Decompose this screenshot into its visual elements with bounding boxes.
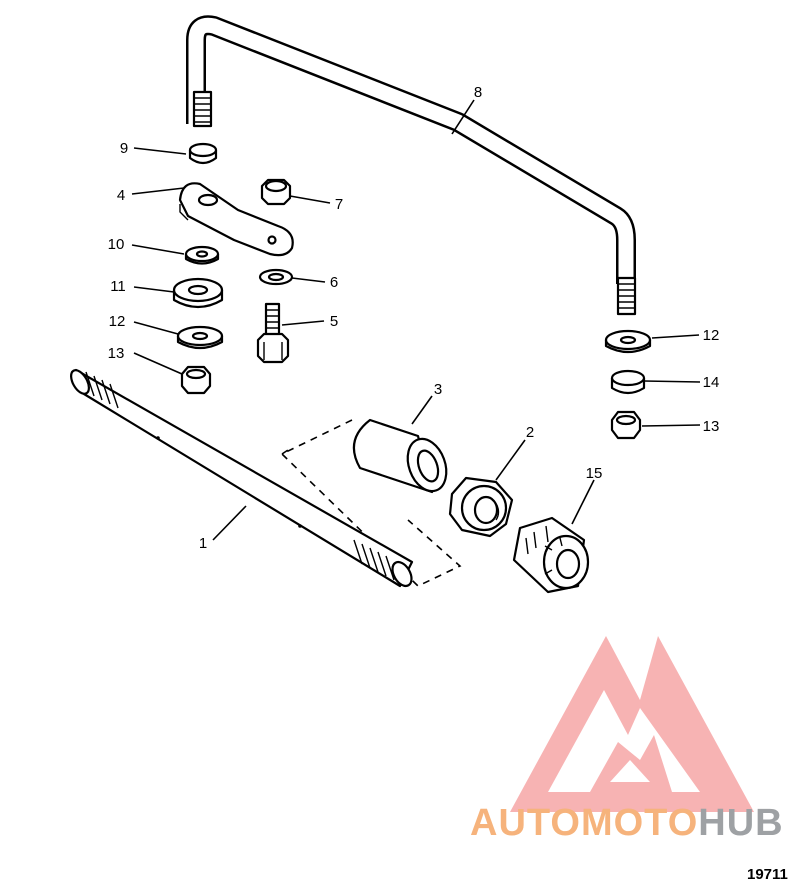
washer-part-12-right <box>604 329 652 354</box>
leader-lines <box>131 99 701 541</box>
bolt-part-5 <box>256 302 290 364</box>
hex-nut-part-2 <box>448 476 514 538</box>
nut-part-9 <box>188 142 218 165</box>
callout-labels: 1 2 3 4 5 6 7 8 9 10 11 12 12 13 13 14 1… <box>108 84 720 552</box>
locknut-part-13-left <box>180 365 212 395</box>
tube-part-1 <box>70 368 414 588</box>
alignment-dashed-lines <box>280 419 462 587</box>
watermark-hub: HUB <box>698 802 784 844</box>
callout-1: 1 <box>199 535 207 552</box>
watermark-text: AUTOMOTOHUB <box>470 802 784 845</box>
washer-part-12-left <box>176 325 224 350</box>
callout-15: 15 <box>586 465 603 482</box>
castle-nut-part-15 <box>512 516 590 594</box>
callout-11: 11 <box>110 278 126 295</box>
callout-9: 9 <box>120 140 128 157</box>
callout-6: 6 <box>330 274 338 291</box>
callout-13-left: 13 <box>108 345 125 362</box>
tie-bar-part-8 <box>186 15 637 316</box>
callout-2: 2 <box>526 424 534 441</box>
spacer-part-11 <box>172 277 224 309</box>
washer-part-6 <box>258 268 294 286</box>
callout-4: 4 <box>117 187 125 204</box>
callout-8: 8 <box>474 84 482 101</box>
figure-number: 19711 <box>747 866 788 883</box>
nut-part-7 <box>260 178 292 206</box>
locknut-part-13-right <box>610 410 642 440</box>
callout-14: 14 <box>703 374 720 391</box>
callout-12-right: 12 <box>703 327 720 344</box>
spacer-part-14 <box>610 369 646 395</box>
callout-13-right: 13 <box>703 418 720 435</box>
watermark-auto: AUTO <box>470 802 581 844</box>
watermark-logo <box>510 636 754 812</box>
bushing-part-3 <box>352 418 448 494</box>
bracket-part-4 <box>178 182 294 257</box>
watermark-moto: MOTO <box>580 802 699 844</box>
callout-7: 7 <box>335 196 343 213</box>
washer-part-10 <box>184 245 220 265</box>
callout-12-left: 12 <box>109 313 126 330</box>
callout-3: 3 <box>434 381 442 398</box>
callout-10: 10 <box>108 236 125 253</box>
callout-5: 5 <box>330 313 338 330</box>
